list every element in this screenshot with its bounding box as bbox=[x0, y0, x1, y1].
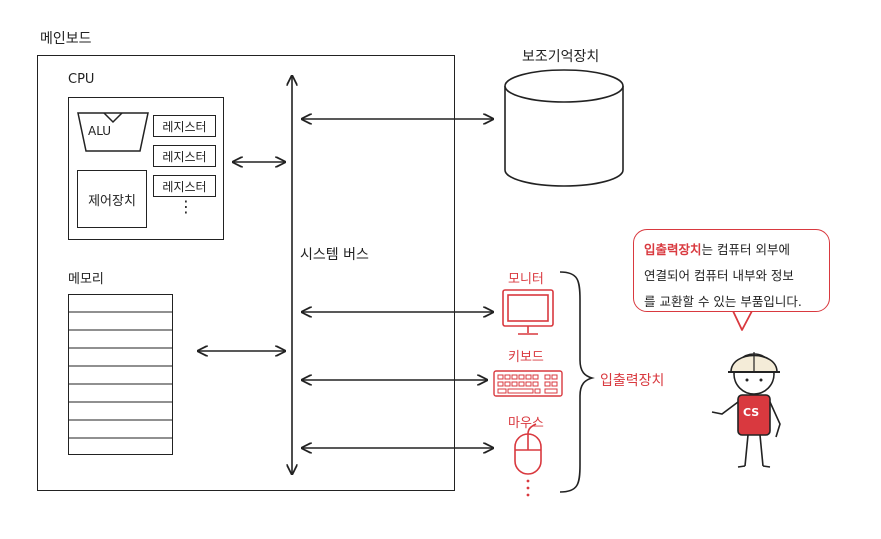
alu-notch bbox=[103, 112, 123, 124]
register-more: ⋮ bbox=[178, 197, 194, 216]
io-brace bbox=[559, 271, 595, 493]
monitor-icon bbox=[502, 289, 554, 335]
speech-bubble: 입출력장치는 컴퓨터 외부에 연결되어 컴퓨터 내부와 정보 를 교환할 수 있… bbox=[633, 229, 830, 312]
keyboard-label: 키보드 bbox=[508, 350, 544, 365]
control-unit-box: 제어장치 bbox=[77, 170, 147, 228]
memory-cells bbox=[68, 311, 172, 439]
system-bus-label: 시스템 버스 bbox=[300, 247, 369, 263]
mainboard-title: 메인보드 bbox=[40, 31, 92, 47]
register-3: 레지스터 bbox=[153, 175, 216, 197]
keyboard-icon bbox=[493, 370, 563, 397]
memory-label: 메모리 bbox=[68, 272, 104, 287]
io-more-dots bbox=[526, 479, 530, 497]
alu-label: ALU bbox=[88, 124, 112, 138]
storage-label: 보조기억장치 bbox=[522, 49, 600, 65]
bubble-highlight: 입출력장치 bbox=[644, 242, 702, 257]
shirt-text: CS bbox=[743, 406, 760, 419]
monitor-label: 모니터 bbox=[508, 272, 544, 287]
mouse-icon bbox=[514, 423, 542, 475]
bubble-line-2: 연결되어 컴퓨터 내부와 정보 bbox=[644, 268, 794, 283]
control-unit-label: 제어장치 bbox=[88, 193, 136, 209]
register-2: 레지스터 bbox=[153, 145, 216, 167]
mouse-label: 마우스 bbox=[508, 416, 544, 431]
io-group-label: 입출력장치 bbox=[600, 373, 665, 389]
memory-box bbox=[68, 294, 173, 455]
storage-cylinder bbox=[504, 69, 624, 187]
bubble-tail bbox=[732, 310, 753, 331]
alu-shape bbox=[77, 112, 149, 152]
bubble-line-1: 입출력장치는 컴퓨터 외부에 bbox=[644, 237, 823, 263]
cpu-label: CPU bbox=[68, 72, 95, 87]
bubble-line-3: 를 교환할 수 있는 부품입니다. bbox=[644, 294, 802, 309]
bubble-line-1-rest: 는 컴퓨터 외부에 bbox=[701, 242, 790, 257]
cs-character-illustration bbox=[711, 352, 781, 468]
register-1: 레지스터 bbox=[153, 115, 216, 137]
